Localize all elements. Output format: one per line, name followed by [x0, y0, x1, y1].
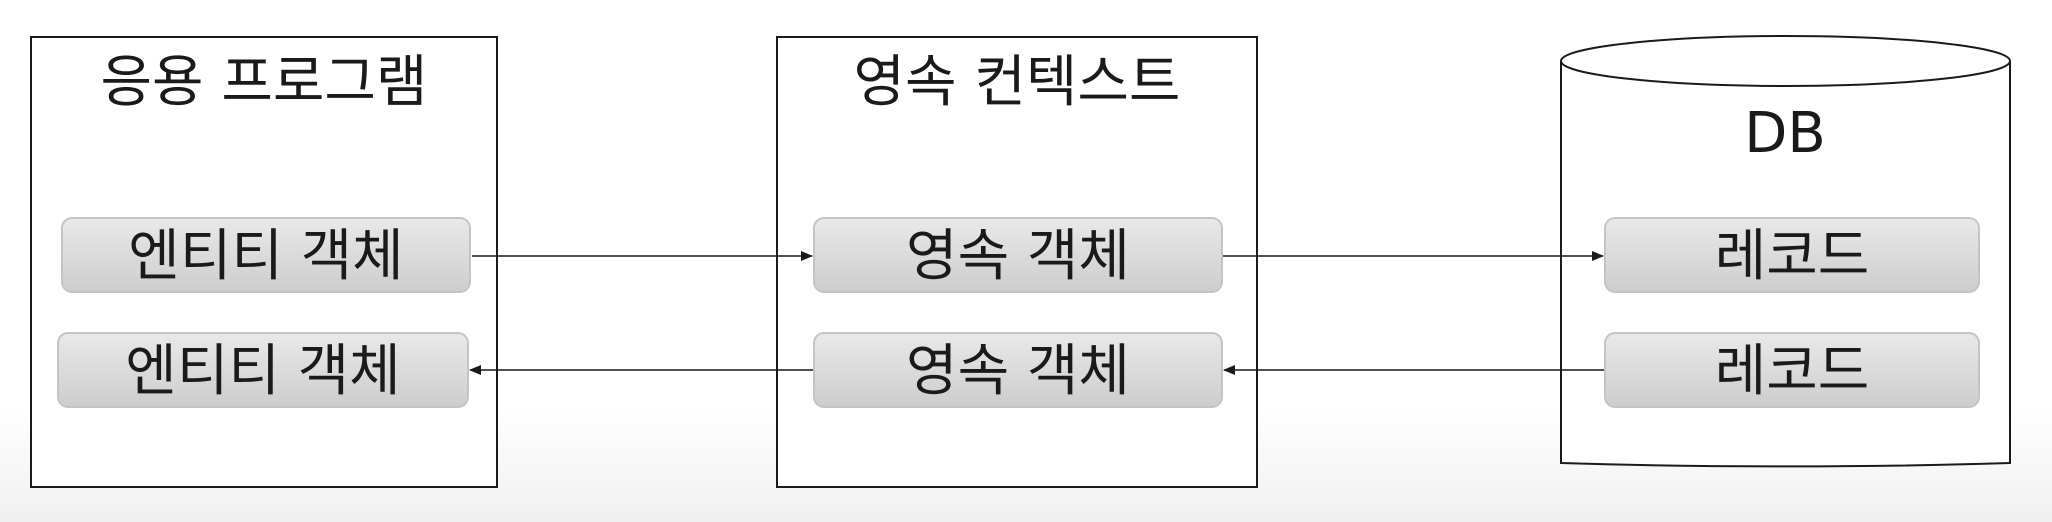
persistent-object-top: 영속 객체 — [813, 217, 1223, 293]
db-record-top-label: 레코드 — [1715, 224, 1870, 289]
entity-object-top: 엔티티 객체 — [61, 217, 471, 293]
database-cylinder: DB 레코드 레코드 — [1560, 35, 2011, 468]
entity-object-bottom: 엔티티 객체 — [57, 332, 469, 408]
db-record-bottom-label: 레코드 — [1715, 339, 1870, 404]
persistent-object-bottom-label: 영속 객체 — [906, 339, 1130, 404]
persistent-object-bottom: 영속 객체 — [813, 332, 1223, 408]
persistence-context-box: 영속 컨텍스트 영속 객체 영속 객체 — [776, 36, 1258, 488]
database-title: DB — [1744, 101, 1826, 166]
persistence-context-title: 영속 컨텍스트 — [854, 50, 1181, 115]
application-box: 응용 프로그램 엔티티 객체 엔티티 객체 — [30, 36, 498, 488]
database-cylinder-top — [1560, 35, 2011, 87]
db-record-top: 레코드 — [1604, 217, 1980, 293]
entity-object-bottom-label: 엔티티 객체 — [125, 339, 400, 404]
db-record-bottom: 레코드 — [1604, 332, 1980, 408]
entity-object-top-label: 엔티티 객체 — [128, 224, 403, 289]
persistent-object-top-label: 영속 객체 — [906, 224, 1130, 289]
application-box-title: 응용 프로그램 — [101, 50, 428, 115]
